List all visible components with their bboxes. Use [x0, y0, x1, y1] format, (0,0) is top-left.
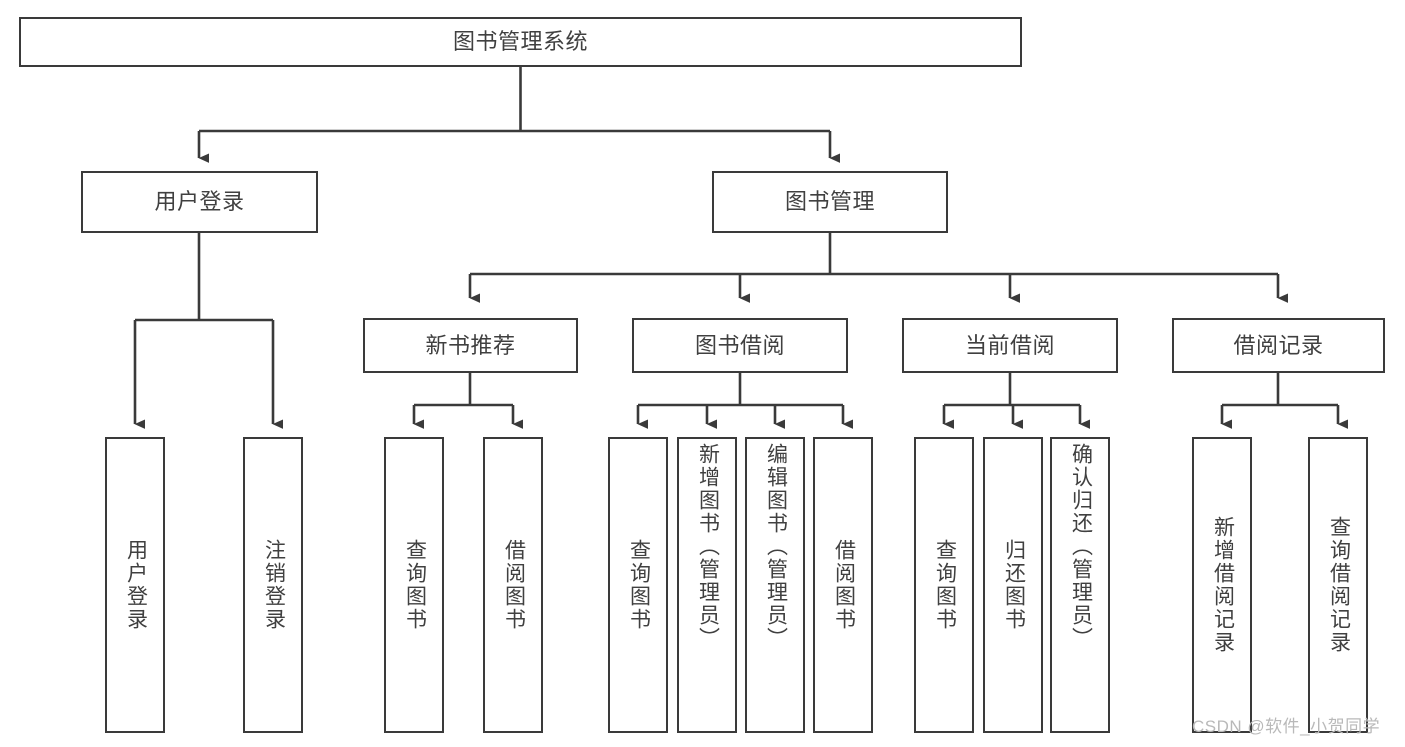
node-label: 新增借阅记录	[1211, 516, 1235, 654]
node-label: 新增图书（管理员）	[696, 443, 720, 650]
leaf-current-query-book[interactable]: 查询图书	[914, 437, 974, 733]
node-root-system[interactable]: 图书管理系统	[19, 17, 1022, 67]
node-label: 用户登录	[154, 189, 245, 214]
leaf-newbook-borrow-book[interactable]: 借阅图书	[483, 437, 543, 733]
node-label: 借阅图书	[502, 539, 526, 631]
leaf-borrow-borrow-book[interactable]: 借阅图书	[813, 437, 873, 733]
node-new-book-recommend[interactable]: 新书推荐	[363, 318, 578, 373]
node-current-borrow[interactable]: 当前借阅	[902, 318, 1118, 373]
csdn-watermark: CSDN @软件_小贺同学	[1192, 717, 1381, 736]
node-label: 查询图书	[403, 539, 427, 631]
leaf-current-return-book[interactable]: 归还图书	[983, 437, 1043, 733]
node-label: 编辑图书（管理员）	[764, 443, 788, 650]
node-label: 归还图书	[1002, 539, 1026, 631]
leaf-record-query-record[interactable]: 查询借阅记录	[1308, 437, 1368, 733]
node-label: 当前借阅	[964, 332, 1055, 358]
node-label: 借阅记录	[1233, 332, 1324, 358]
node-label: 图书管理	[784, 189, 875, 214]
node-label: 借阅图书	[832, 539, 856, 631]
node-label: 查询借阅记录	[1327, 516, 1351, 654]
node-label: 用户登录	[124, 539, 148, 631]
leaf-user-login[interactable]: 用户登录	[105, 437, 165, 733]
leaf-user-logout[interactable]: 注销登录	[243, 437, 303, 733]
leaf-borrow-add-book[interactable]: 新增图书（管理员）	[677, 437, 737, 733]
leaf-newbook-query-book[interactable]: 查询图书	[384, 437, 444, 733]
node-label: 新书推荐	[425, 332, 516, 358]
node-book-borrow[interactable]: 图书借阅	[632, 318, 848, 373]
node-label: 查询图书	[627, 539, 651, 631]
node-label: 确认归还（管理员）	[1069, 443, 1093, 650]
node-label: 查询图书	[933, 539, 957, 631]
node-borrow-record[interactable]: 借阅记录	[1172, 318, 1385, 373]
leaf-borrow-query-book[interactable]: 查询图书	[608, 437, 668, 733]
leaf-record-add-record[interactable]: 新增借阅记录	[1192, 437, 1252, 733]
node-label: 注销登录	[262, 539, 286, 631]
node-label: 图书借阅	[694, 332, 785, 358]
leaf-borrow-edit-book[interactable]: 编辑图书（管理员）	[745, 437, 805, 733]
node-label: 图书管理系统	[452, 29, 588, 54]
node-book-management[interactable]: 图书管理	[712, 171, 948, 233]
leaf-current-confirm-return[interactable]: 确认归还（管理员）	[1050, 437, 1110, 733]
node-user-login[interactable]: 用户登录	[81, 171, 318, 233]
